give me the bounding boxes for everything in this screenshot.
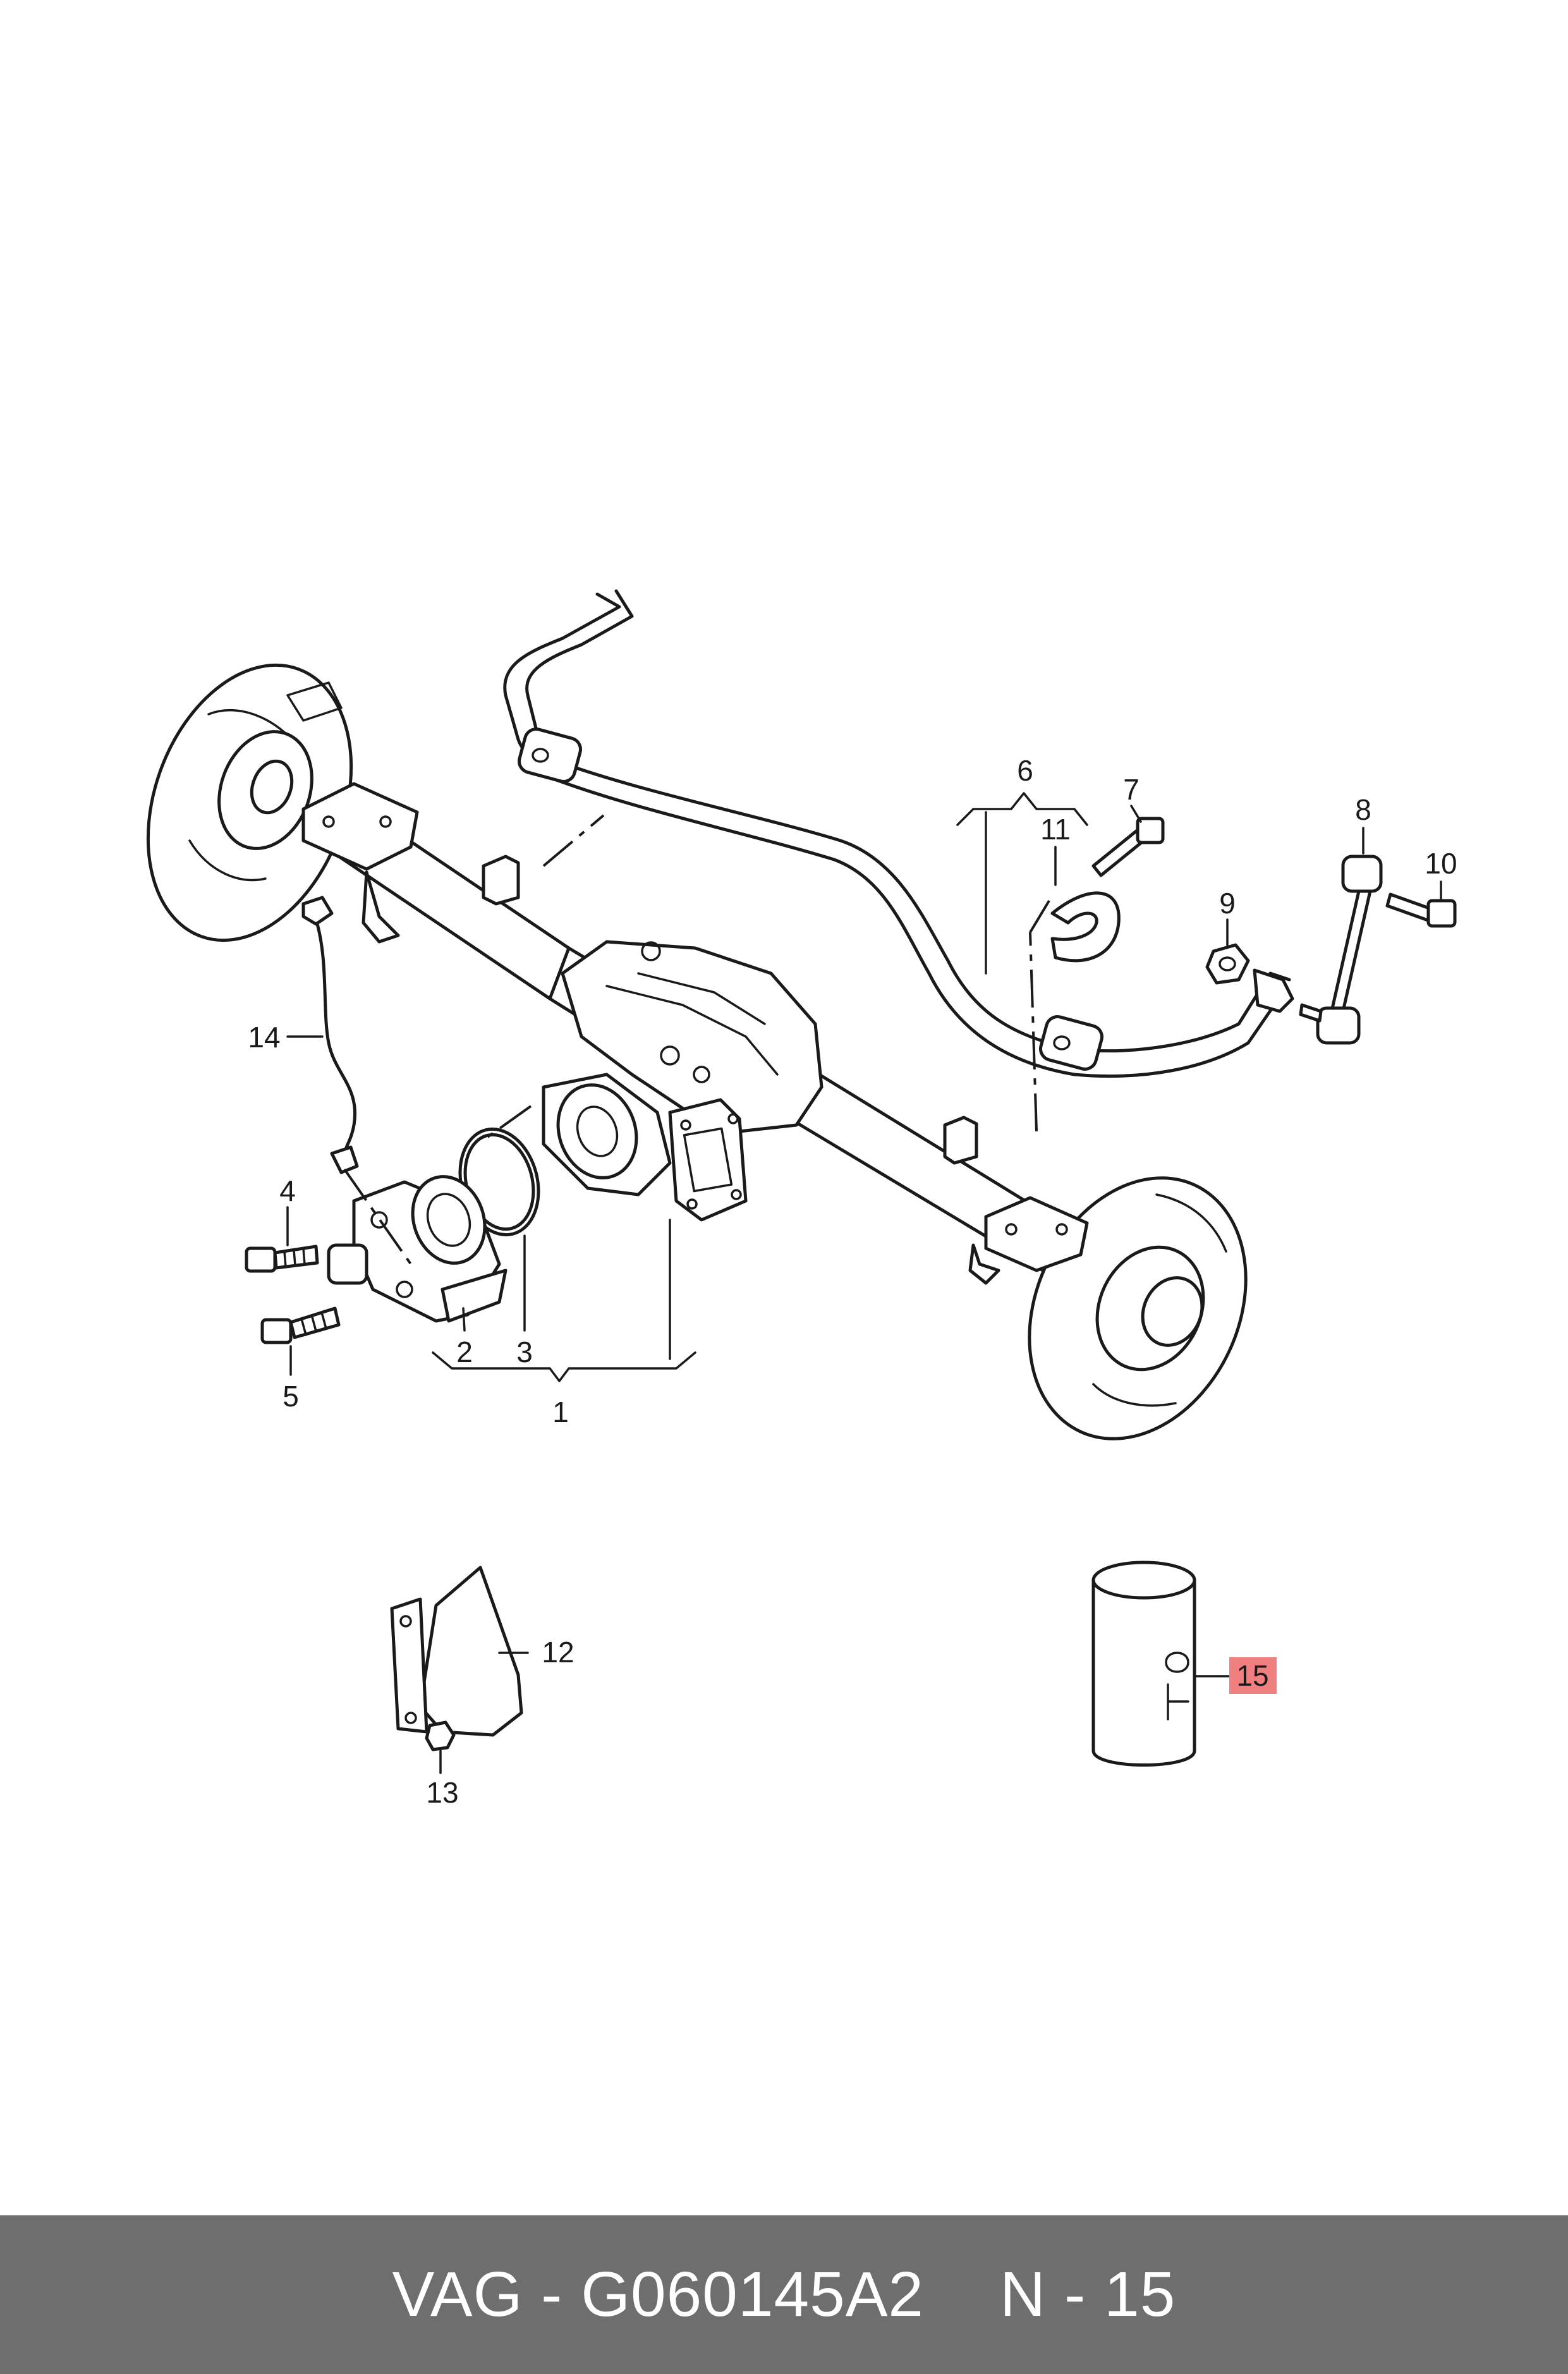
callout-14: 14 bbox=[248, 1021, 280, 1054]
pump-unit bbox=[327, 1175, 507, 1323]
differential-housing bbox=[561, 940, 824, 1133]
footer-text: VAG - G060145A2 N - 15 bbox=[392, 2258, 1176, 2331]
callout-7: 7 bbox=[1123, 773, 1140, 806]
parts-diagram: 1 2 3 4 5 6 7 8 9 10 11 12 13 14 15 bbox=[146, 589, 1457, 1809]
left-mount-bracket bbox=[301, 782, 419, 944]
callout-15: 15 bbox=[1236, 1659, 1268, 1692]
assembly-lines bbox=[343, 814, 1050, 1265]
callout-11: 11 bbox=[1040, 813, 1071, 846]
oil-can bbox=[1091, 1561, 1196, 1767]
nut-9 bbox=[1205, 943, 1250, 985]
callout-12: 12 bbox=[542, 1636, 574, 1669]
callout-4: 4 bbox=[279, 1174, 296, 1207]
callout-labels: 1 2 3 4 5 6 7 8 9 10 11 12 13 14 15 bbox=[248, 754, 1457, 1809]
bolt-10 bbox=[1385, 892, 1457, 928]
position-label: N - 15 bbox=[1000, 2259, 1176, 2330]
callout-2: 2 bbox=[456, 1336, 473, 1368]
axle-tabs bbox=[482, 855, 978, 1165]
bolt-5 bbox=[260, 1306, 341, 1344]
callout-3: 3 bbox=[516, 1336, 533, 1368]
callout-1: 1 bbox=[552, 1396, 569, 1428]
callout-15-highlight bbox=[1229, 1657, 1277, 1694]
callout-5: 5 bbox=[283, 1380, 299, 1413]
right-mount-bracket bbox=[968, 1196, 1089, 1285]
sensor-wire bbox=[301, 896, 359, 1174]
nut-13 bbox=[425, 1720, 456, 1751]
heat-shield bbox=[390, 1566, 523, 1737]
left-backing-plate bbox=[146, 663, 353, 942]
callout-8: 8 bbox=[1355, 793, 1371, 826]
callout-6: 6 bbox=[1017, 754, 1033, 787]
rear-cover bbox=[542, 1073, 748, 1222]
right-backing-plate bbox=[1028, 1176, 1248, 1440]
bolt-4 bbox=[245, 1245, 319, 1273]
footer-bar: VAG - G060145A2 N - 15 bbox=[0, 2215, 1568, 2374]
coupling-rod bbox=[1299, 855, 1383, 1045]
part-number: VAG - G060145A2 bbox=[392, 2259, 925, 2330]
callout-9: 9 bbox=[1219, 887, 1236, 920]
stabilizer-bar bbox=[503, 589, 1294, 1078]
callout-10: 10 bbox=[1425, 847, 1457, 880]
bolt-7 bbox=[1091, 817, 1165, 877]
clamp-11 bbox=[1050, 891, 1121, 963]
leader-lines bbox=[286, 792, 1442, 1774]
callout-13: 13 bbox=[426, 1776, 458, 1809]
